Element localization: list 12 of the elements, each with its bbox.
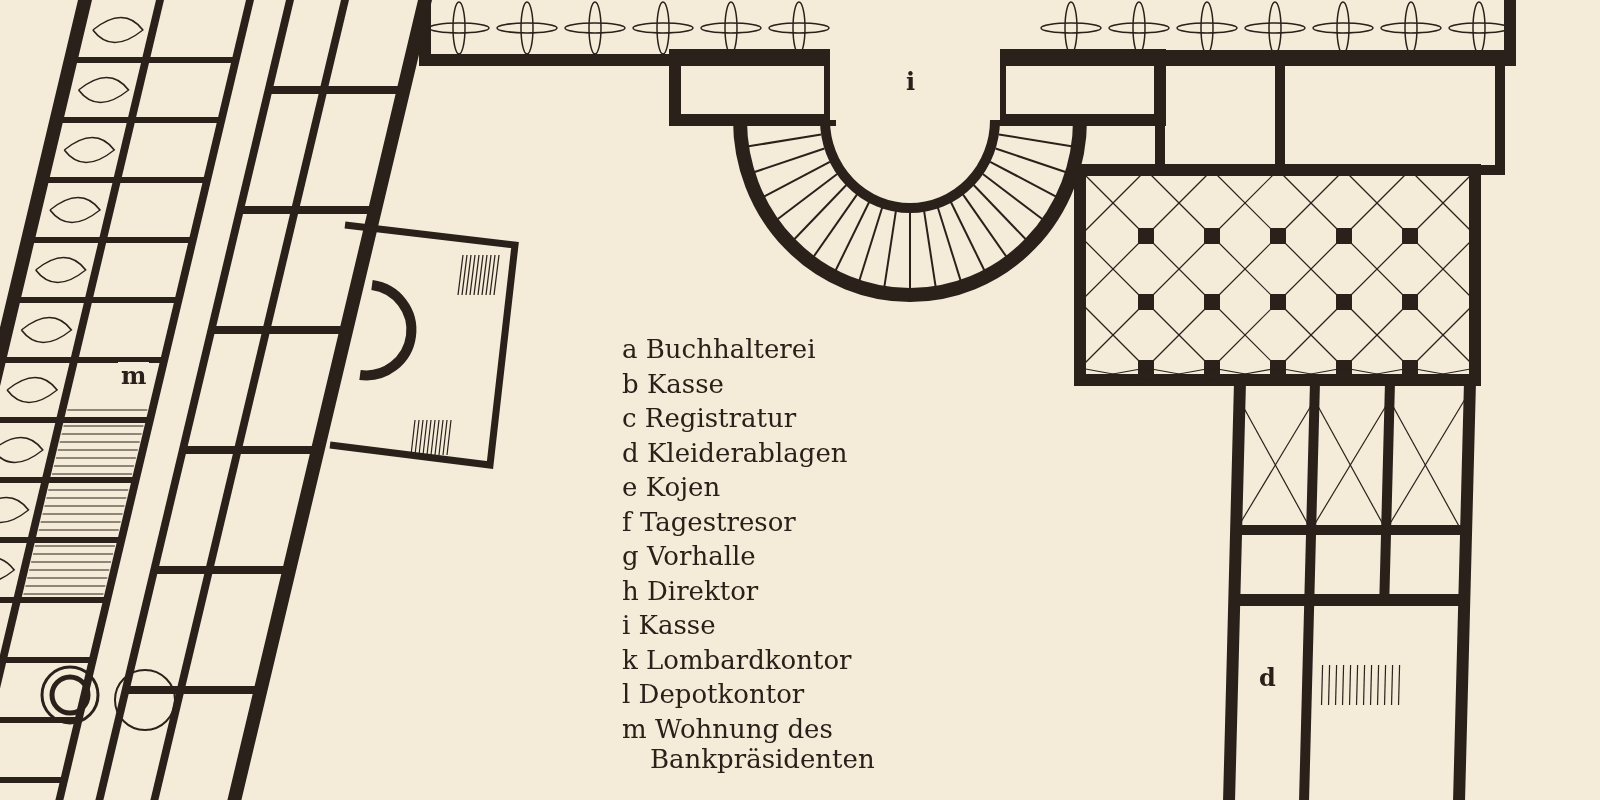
- key-entry: i Kasse: [622, 610, 717, 640]
- key-entry: d Kleiderablagen: [622, 437, 849, 468]
- key-entry: h Direktor: [622, 575, 760, 606]
- key-entry: l Depotkontor: [622, 679, 806, 709]
- key-entry: k Lombardkontor: [622, 644, 853, 675]
- key-entry: a Buchhalterei: [622, 334, 817, 364]
- key-entry: g Vorhalle: [622, 541, 757, 571]
- key-entry: f Tagestresor: [622, 506, 797, 537]
- key-entry: b Kasse: [622, 368, 725, 399]
- key-entry: e Kojen: [622, 472, 722, 502]
- key-entry: m Wohnung des Bankpräsidenten: [622, 713, 876, 774]
- key-entry: c Registratur: [622, 403, 798, 433]
